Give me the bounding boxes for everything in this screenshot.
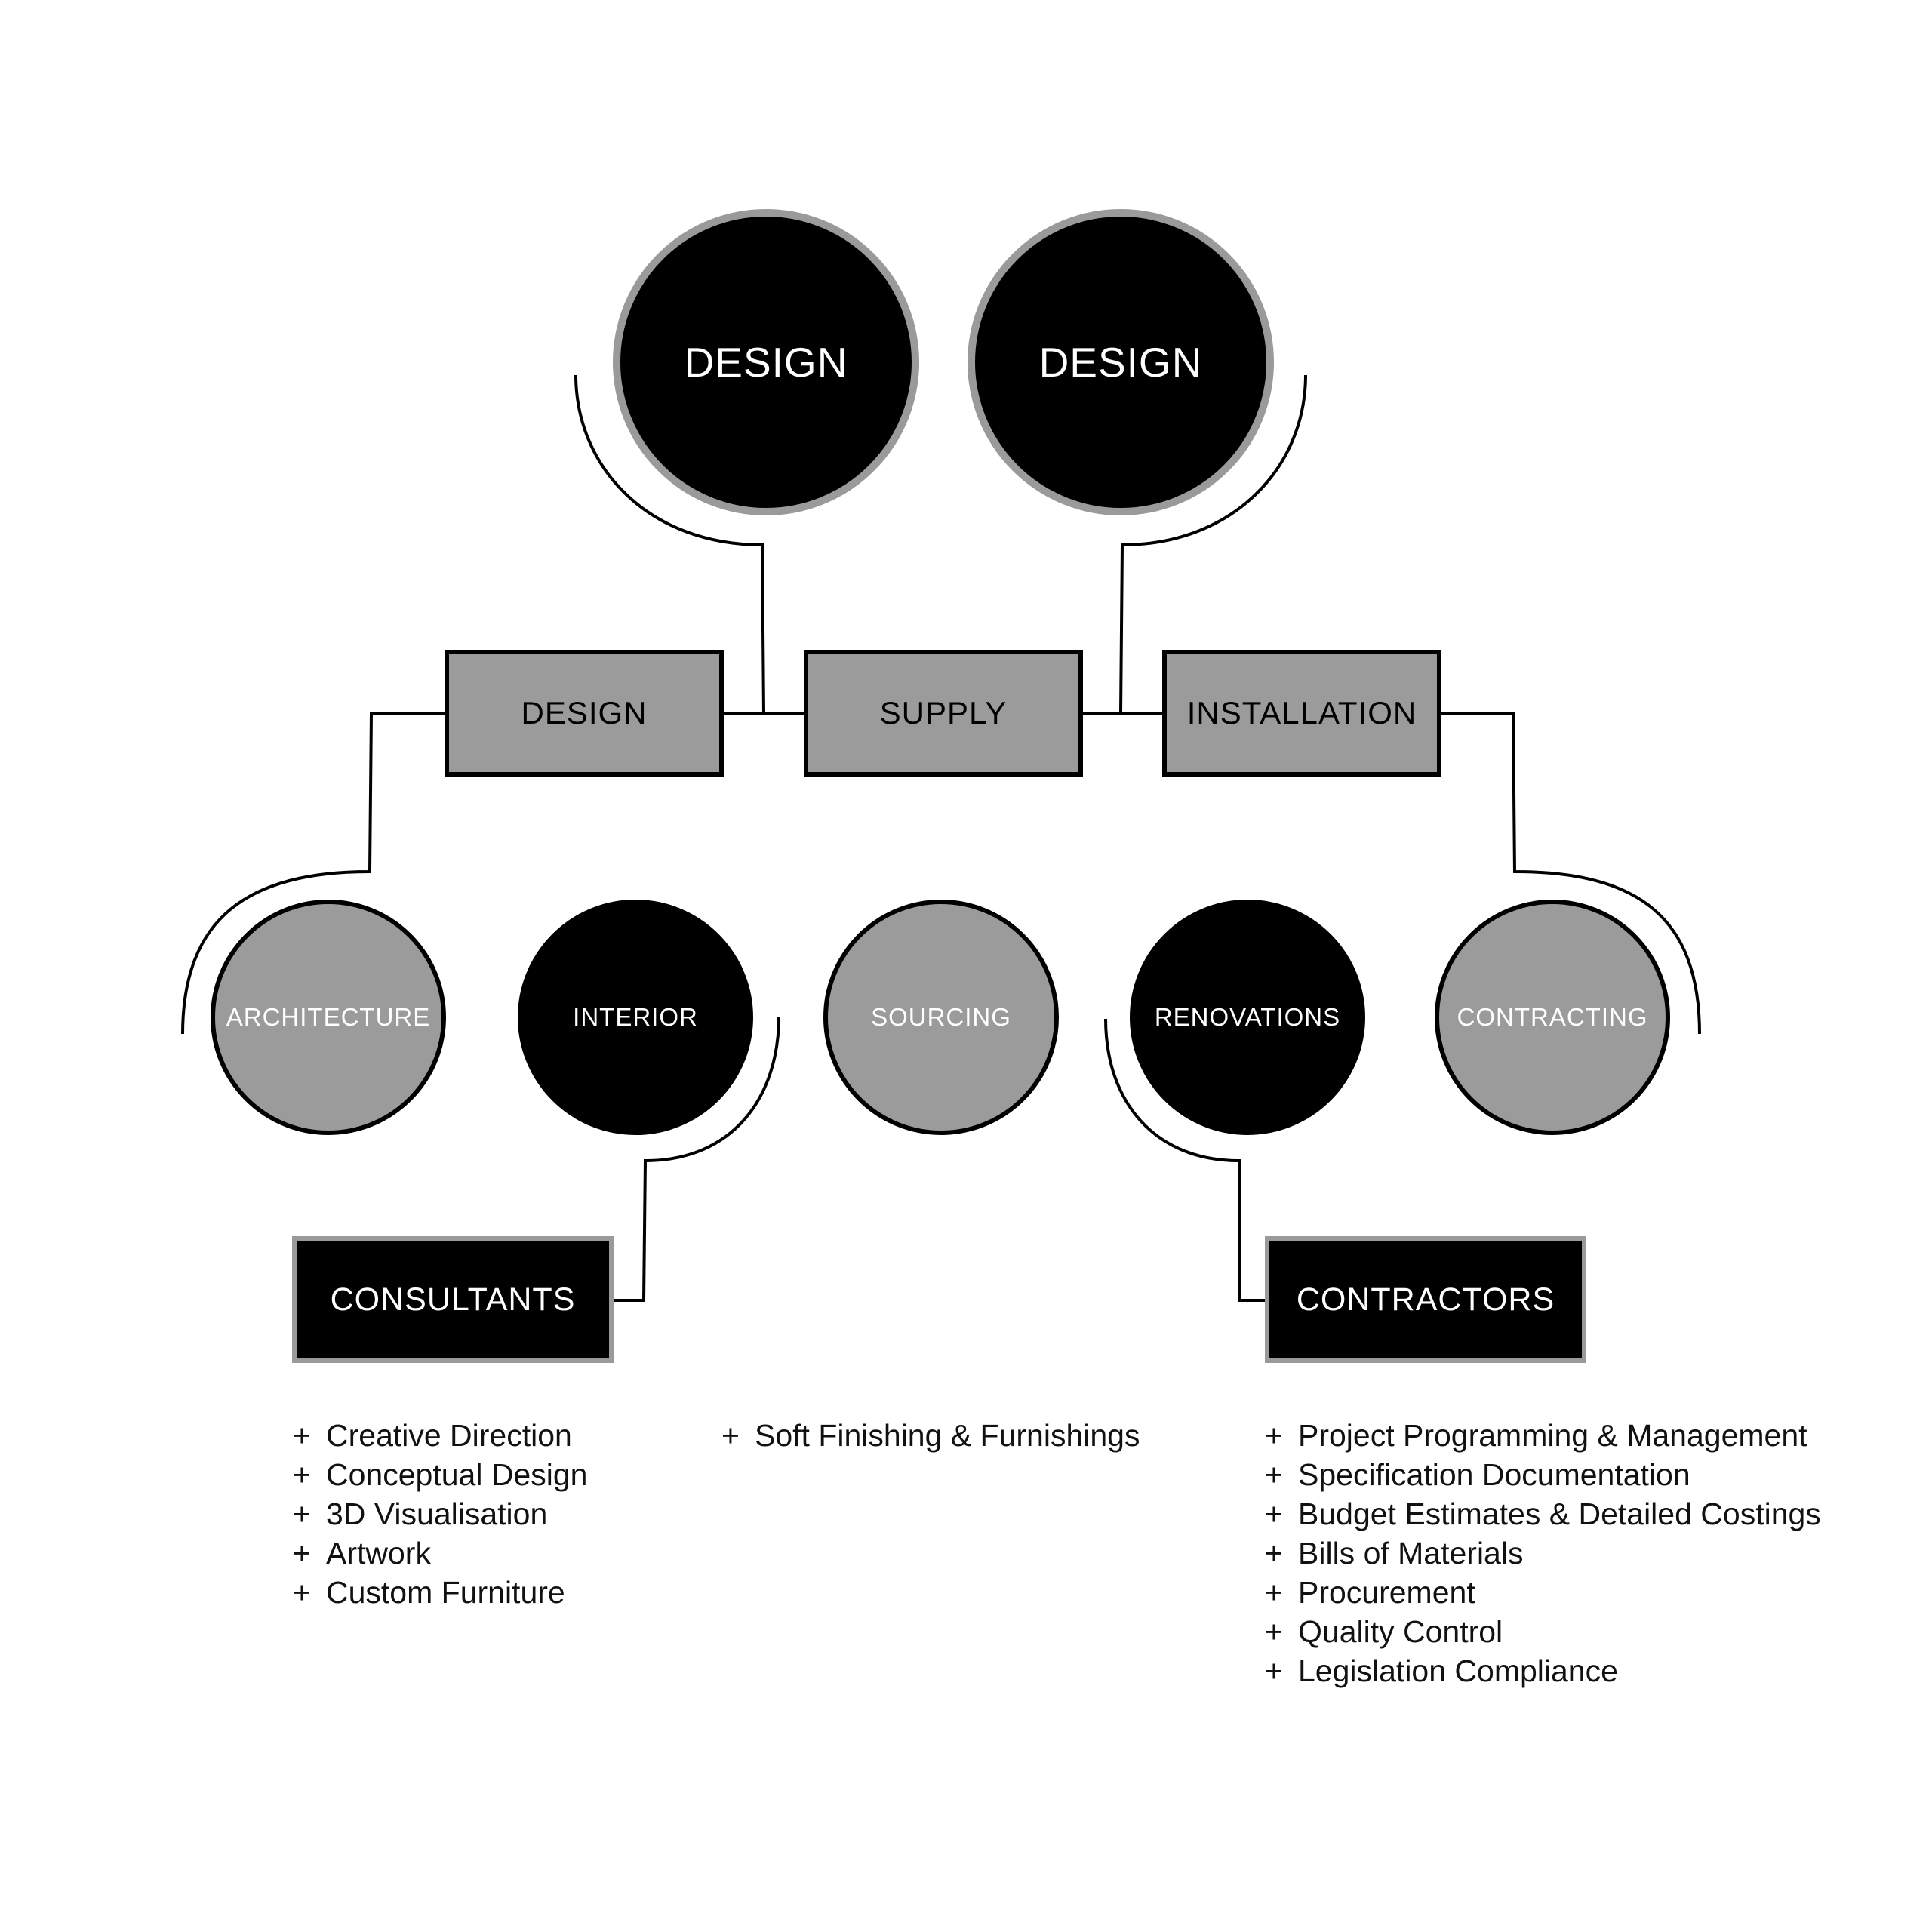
architecture-label: ARCHITECTURE <box>226 1003 431 1031</box>
connector-consultants <box>612 1016 780 1302</box>
consultants-list: +Creative Direction +Conceptual Design +… <box>293 1416 587 1612</box>
renovations-circle: RENOVATIONS <box>1130 900 1365 1135</box>
plus-icon: + <box>1265 1497 1283 1531</box>
plus-icon: + <box>1265 1575 1283 1610</box>
list-item: +Specification Documentation <box>1265 1455 1821 1494</box>
design-circle-left: DESIGN <box>613 209 919 515</box>
connector-architecture <box>181 712 445 1035</box>
plus-icon: + <box>293 1575 311 1610</box>
installation-box: INSTALLATION <box>1162 650 1441 777</box>
supply-box-label: SUPPLY <box>879 695 1008 731</box>
list-item: +Project Programming & Management <box>1265 1416 1821 1455</box>
plus-icon: + <box>293 1497 311 1531</box>
design-box: DESIGN <box>445 650 724 777</box>
list-item: +Quality Control <box>1265 1612 1821 1651</box>
design-box-label: DESIGN <box>521 695 648 731</box>
sourcing-label: SOURCING <box>871 1003 1011 1031</box>
architecture-circle: ARCHITECTURE <box>211 900 446 1135</box>
design-circle-right: DESIGN <box>968 209 1274 515</box>
list-item: +Custom Furniture <box>293 1573 587 1612</box>
list-item: +Creative Direction <box>293 1416 587 1455</box>
plus-icon: + <box>293 1418 311 1453</box>
supply-box: SUPPLY <box>804 650 1083 777</box>
list-item: +Soft Finishing & Furnishings <box>721 1416 1140 1455</box>
plus-icon: + <box>293 1536 311 1571</box>
interior-circle: INTERIOR <box>518 900 753 1135</box>
sourcing-circle: SOURCING <box>823 900 1059 1135</box>
installation-box-label: INSTALLATION <box>1186 695 1417 731</box>
contracting-circle: CONTRACTING <box>1435 900 1670 1135</box>
plus-icon: + <box>1265 1536 1283 1571</box>
plus-icon: + <box>1265 1614 1283 1649</box>
connector-design-left <box>574 374 765 714</box>
consultants-box: CONSULTANTS <box>292 1236 614 1363</box>
renovations-label: RENOVATIONS <box>1154 1003 1341 1031</box>
design-circle-right-label: DESIGN <box>1038 339 1203 386</box>
connector-design-right <box>1119 374 1307 714</box>
consultants-label: CONSULTANTS <box>330 1281 576 1318</box>
plus-icon: + <box>1265 1654 1283 1688</box>
plus-icon: + <box>1265 1457 1283 1492</box>
list-item: +Legislation Compliance <box>1265 1651 1821 1690</box>
list-item: +Bills of Materials <box>1265 1534 1821 1573</box>
connector-contracting <box>1441 712 1701 1035</box>
contractors-label: CONTRACTORS <box>1296 1281 1555 1318</box>
contractors-list: +Project Programming & Management +Speci… <box>1265 1416 1821 1690</box>
contracting-label: CONTRACTING <box>1457 1003 1648 1031</box>
plus-icon: + <box>721 1418 740 1453</box>
plus-icon: + <box>1265 1418 1283 1453</box>
list-item: +3D Visualisation <box>293 1494 587 1534</box>
list-item: +Conceptual Design <box>293 1455 587 1494</box>
supply-list: +Soft Finishing & Furnishings <box>721 1416 1140 1455</box>
list-item: +Artwork <box>293 1534 587 1573</box>
interior-label: INTERIOR <box>573 1003 698 1031</box>
list-item: +Budget Estimates & Detailed Costings <box>1265 1494 1821 1534</box>
design-circle-left-label: DESIGN <box>684 339 848 386</box>
connector-contractors <box>1104 1018 1268 1302</box>
list-item: +Procurement <box>1265 1573 1821 1612</box>
contractors-box: CONTRACTORS <box>1265 1236 1586 1363</box>
plus-icon: + <box>293 1457 311 1492</box>
